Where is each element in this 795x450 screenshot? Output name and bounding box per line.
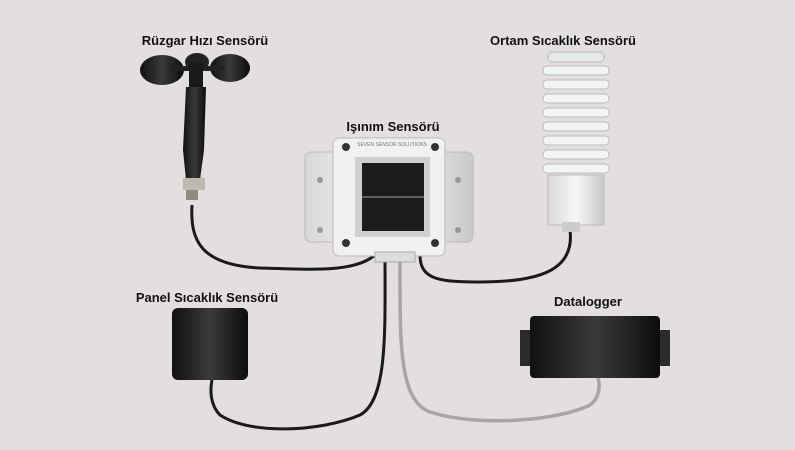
device-brand-text: SEVEN SENSOR SOLUTIONS [357, 142, 427, 148]
irradiance-sensor [304, 137, 474, 263]
panel-temp-sensor [172, 308, 248, 380]
ambient-sensor-label: Ortam Sıcaklık Sensörü [490, 33, 636, 48]
logger-cable [398, 254, 601, 423]
ambient-temp-sensor [542, 51, 610, 232]
panel-sensor-label: Panel Sıcaklık Sensörü [135, 290, 279, 305]
irradiance-sensor-label: Işınım Sensörü [346, 119, 440, 134]
ambient-cable [418, 229, 572, 284]
panel-cable [209, 254, 387, 431]
wind-cable [190, 204, 380, 271]
datalogger-label: Datalogger [554, 294, 622, 309]
wind-sensor-label: Rüzgar Hızı Sensörü [141, 33, 269, 48]
wind-speed-sensor [140, 53, 250, 200]
datalogger [520, 316, 670, 378]
